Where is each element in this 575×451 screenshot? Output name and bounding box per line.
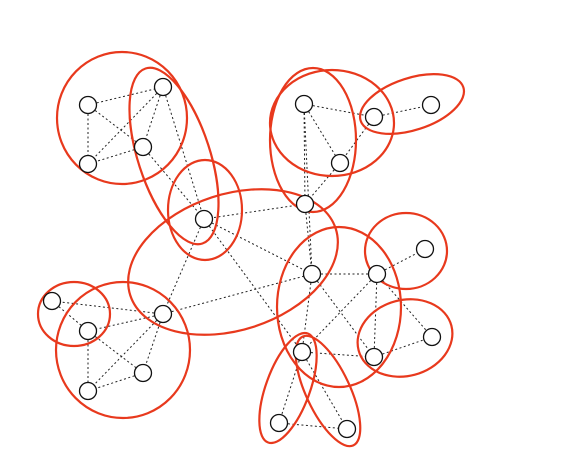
node-2 <box>133 137 153 157</box>
edge-22 <box>87 313 164 392</box>
edge-14 <box>203 203 306 220</box>
node-22 <box>337 419 357 439</box>
node-14 <box>78 381 98 401</box>
group-layer <box>36 50 466 448</box>
node-19 <box>364 347 384 367</box>
group-ellipse-5 <box>268 68 396 178</box>
edge-27 <box>87 372 144 392</box>
edge-0 <box>87 86 164 106</box>
edge-39 <box>278 422 348 430</box>
node-8 <box>295 194 315 214</box>
group-ellipse-1 <box>128 66 220 246</box>
edge-layer <box>51 86 433 430</box>
edge-21 <box>142 313 164 374</box>
node-1 <box>153 77 173 97</box>
node-7 <box>330 153 350 173</box>
edge-3 <box>142 86 164 148</box>
node-9 <box>194 209 214 229</box>
edge-24 <box>51 300 89 332</box>
group-ellipse-2 <box>166 158 244 262</box>
group-ellipse-3 <box>127 188 339 336</box>
edge-8 <box>303 103 375 118</box>
edge-1 <box>87 104 144 148</box>
node-13 <box>133 363 153 383</box>
edge-33 <box>311 273 375 358</box>
edge-18 <box>304 203 313 275</box>
node-21 <box>269 413 289 433</box>
edge-6 <box>162 86 205 220</box>
node-17 <box>415 239 435 259</box>
node-18 <box>292 342 312 362</box>
node-20 <box>422 327 442 347</box>
edge-38 <box>301 351 348 430</box>
edge-30 <box>373 273 378 358</box>
edge-17 <box>203 218 303 353</box>
edge-40 <box>303 103 313 275</box>
edge-11 <box>373 104 432 118</box>
node-16 <box>367 264 387 284</box>
node-12 <box>78 321 98 341</box>
edge-19 <box>87 313 164 332</box>
edge-25 <box>87 330 144 374</box>
node-3 <box>78 154 98 174</box>
edge-34 <box>301 351 375 358</box>
edge-23 <box>162 273 313 315</box>
edge-32 <box>301 273 313 353</box>
group-ellipse-7 <box>363 211 449 291</box>
node-10 <box>153 304 173 324</box>
group-ellipse-12 <box>258 331 318 445</box>
node-0 <box>78 95 98 115</box>
edge-16 <box>203 218 313 275</box>
group-ellipse-4 <box>268 66 358 214</box>
node-5 <box>364 107 384 127</box>
edge-9 <box>303 103 341 164</box>
node-4 <box>294 94 314 114</box>
node-11 <box>42 291 62 311</box>
node-15 <box>302 264 322 284</box>
edge-10 <box>303 103 306 205</box>
edge-35 <box>373 336 433 358</box>
group-ellipse-13 <box>294 334 362 448</box>
group-ellipse-9 <box>356 298 454 378</box>
edge-37 <box>278 351 303 424</box>
group-ellipse-11 <box>36 280 112 348</box>
group-ellipse-8 <box>275 225 403 389</box>
edge-15 <box>162 218 205 315</box>
group-ellipse-10 <box>54 280 192 420</box>
node-layer <box>42 77 442 439</box>
group-ellipse-0 <box>55 50 189 186</box>
group-ellipse-6 <box>358 73 466 135</box>
node-6 <box>421 95 441 115</box>
edge-20 <box>51 300 164 315</box>
